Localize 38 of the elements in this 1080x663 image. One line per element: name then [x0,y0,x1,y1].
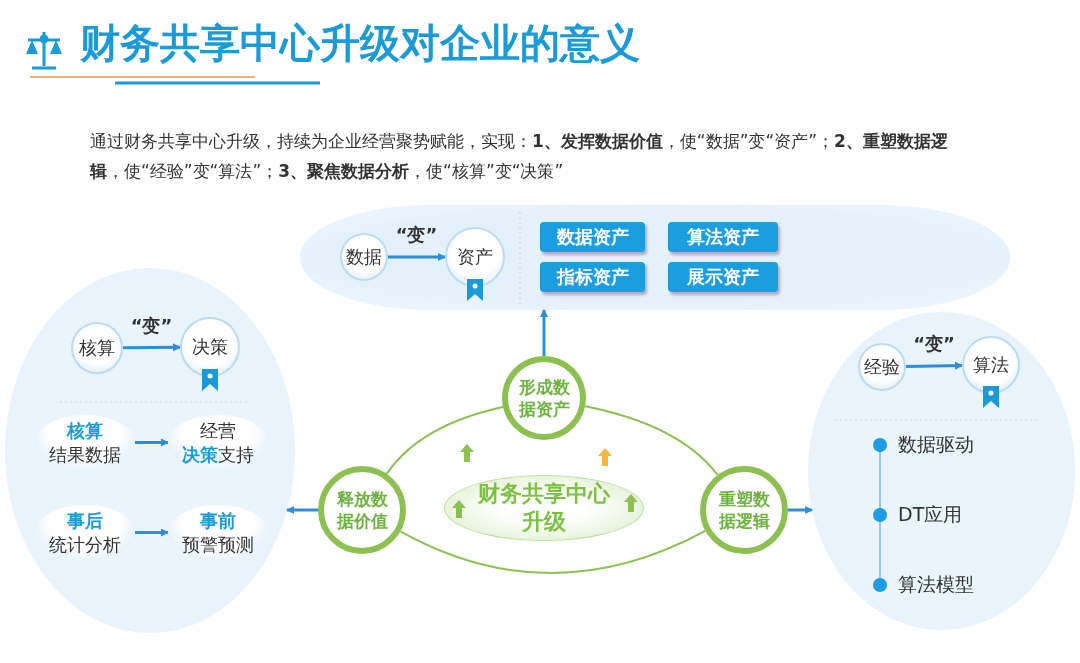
node-heading: 经营 [200,418,236,443]
term-circle: 资产 [445,227,505,287]
arrow [905,361,963,370]
connector-arc [399,529,707,575]
connector-arc [584,405,719,476]
node-text: 结果数据 [49,442,121,467]
asset-tag: 数据资产 [540,222,645,252]
term-circle: 决策 [180,317,240,377]
node-heading: 事后 [67,508,103,533]
ring-node: 释放数据价值 [318,466,406,554]
term-circle: 算法 [962,336,1020,394]
center-oval: 财务共享中心升级 [444,475,644,541]
arrow [135,438,169,447]
ring-node: 重塑数据逻辑 [700,466,788,554]
intro-paragraph: 通过财务共享中心升级，持续为企业经营聚势赋能，实现：1、发挥数据价值，使“数据”变“资产”；2、重塑数据逻辑，使“经验”变“算法”；3、聚焦数据分析，使“核算”变“决策” [90,130,949,183]
node-heading: 事前 [200,508,236,533]
ring-node: 形成数据资产 [502,356,586,440]
arrow [123,343,181,352]
arrow [788,506,814,514]
page-title: 财务共享中心升级对企业的意义 [80,19,640,68]
node-text: 决策支持 [182,442,254,467]
list-item: DT应用 [898,502,964,527]
arrow [135,528,169,537]
arrow [540,309,548,356]
connector-arc [385,405,504,475]
arrow [286,506,318,514]
term-circle: 经验 [858,343,906,391]
asset-tag: 指标资产 [540,262,645,292]
list-item: 算法模型 [898,572,975,597]
node-text: 统计分析 [49,532,121,557]
term-circle: 数据 [340,233,388,281]
asset-tag: 算法资产 [668,222,778,252]
list-item: 数据驱动 [898,432,975,457]
node-text: 预警预测 [182,532,254,557]
asset-tag: 展示资产 [668,262,778,292]
arrow [388,253,446,261]
node-heading: 核算 [67,418,103,443]
term-circle: 核算 [71,322,123,374]
